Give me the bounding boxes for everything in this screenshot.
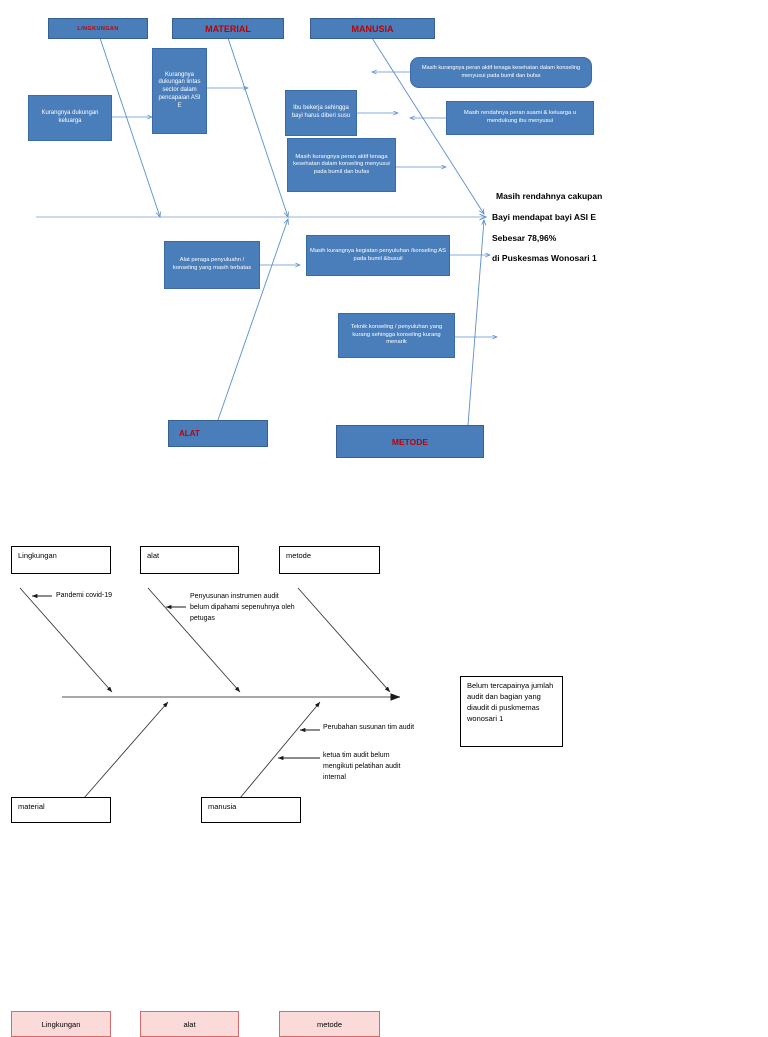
diagram1-effect-line-3: Sebesar 78,96% xyxy=(492,233,557,243)
diagram1-cause-dukungan-keluarga: Kurangnya dukungan keluarga xyxy=(28,95,112,141)
diagram1-effect-line-1: Masih rendahnya cakupan xyxy=(496,191,603,201)
diagram1-cause-alat-peraga: Alat peraga penyuluahn / konseling yang … xyxy=(164,241,260,289)
category-label: manusia xyxy=(208,802,237,811)
diagram2-cause-pandemi: Pandemi covid-19 xyxy=(56,592,113,599)
category-label: alat xyxy=(147,551,160,560)
diagram1-cause-peran-suami: Masih rendahnya peran suami & keluarga u… xyxy=(446,101,594,135)
diagram1-effect-line-2: Bayi mendapat bayi ASI E xyxy=(492,212,597,222)
diagram1-header-manusia: MANUSIA xyxy=(310,18,435,39)
cause-label: Kurangnya dukungan lintas sector dalam p… xyxy=(158,71,201,109)
header-label: MATERIAL xyxy=(205,23,251,34)
diagram2-effect-box: Belum tercapainya jumlah audit dan bagia… xyxy=(460,676,563,747)
category-label: material xyxy=(18,802,45,811)
header-label: MANUSIA xyxy=(351,23,394,34)
diagram2-rib-material xyxy=(83,701,169,799)
diagram2-rib-lingkungan xyxy=(19,587,113,693)
diagram2-category-alat: alat xyxy=(140,546,239,574)
diagram1-cause-nakes-konseling-top: Masih kurangnya peran aktif tenaga keseh… xyxy=(410,57,592,88)
diagram1-cause-ibu-bekerja: Ibu bekerja sehingga bayi harus diberi s… xyxy=(285,90,357,136)
diagram2-rib-manusia xyxy=(239,701,321,799)
category-label: metode xyxy=(316,1019,343,1029)
diagram2-category-material: material xyxy=(11,797,111,823)
cause-label: Teknik konseling / penyuluhan yang kuran… xyxy=(350,324,443,346)
diagram1-header-material: MATERIAL xyxy=(172,18,284,39)
diagram1-effect-line-4: di Puskesmas Wonosari 1 xyxy=(492,253,597,263)
diagram1-cause-teknik-konseling: Teknik konseling / penyuluhan yang kuran… xyxy=(338,313,455,358)
header-label: LINGKUNGAN xyxy=(77,25,119,32)
diagram3-category-lingkungan: Lingkungan xyxy=(11,1011,111,1037)
category-label: Lingkungan xyxy=(41,1019,81,1029)
header-label: METODE xyxy=(391,436,429,447)
diagram3-category-alat: alat xyxy=(140,1011,239,1037)
diagram1-header-metode: METODE xyxy=(336,425,484,458)
diagram2-cause-ketua-tim: ketua tim audit belum mengikuti pelatiha… xyxy=(323,752,401,781)
diagram2-cause-susunan-tim: Perubahan susunan tim audit xyxy=(323,724,415,731)
cause-label: Masih kurangnya kegiatan penyuluhan /kon… xyxy=(310,247,446,262)
cause-label: Masih rendahnya peran suami & keluarga u… xyxy=(463,110,577,124)
diagram1-header-lingkungan: LINGKUNGAN xyxy=(48,18,148,39)
category-label: Lingkungan xyxy=(18,551,57,560)
diagram2-rib-metode xyxy=(297,587,391,693)
category-label: metode xyxy=(286,551,312,560)
diagram3-category-metode: metode xyxy=(279,1011,380,1037)
diagram1-rib-material xyxy=(227,37,288,217)
category-label: alat xyxy=(183,1019,196,1029)
cause-label: Masih kurangnya peran aktif tenaga keseh… xyxy=(293,153,390,175)
cause-label: Alat peraga penyuluahn / konseling yang … xyxy=(172,257,252,271)
cause-label: Ibu bekerja sehingga bayi harus diberi s… xyxy=(291,105,351,119)
diagram1-cause-nakes-konseling-mid: Masih kurangnya peran aktif tenaga keseh… xyxy=(287,138,396,192)
cause-label: Masih kurangnya peran aktif tenaga keseh… xyxy=(421,65,581,79)
diagram1-header-alat: ALAT xyxy=(168,420,268,447)
diagram2-category-lingkungan: Lingkungan xyxy=(11,546,111,574)
cause-label: Kurangnya dukungan keluarga xyxy=(41,110,99,124)
effect-label: Belum tercapainya jumlah audit dan bagia… xyxy=(467,681,554,723)
diagram1-cause-kegiatan-penyuluhan: Masih kurangnya kegiatan penyuluhan /kon… xyxy=(306,235,450,276)
diagram2-cause-instrumen-audit: Penyusunan instrumen audit belum dipaham… xyxy=(190,593,295,622)
header-label: ALAT xyxy=(179,429,200,438)
diagram1-cause-lintas-sector: Kurangnya dukungan lintas sector dalam p… xyxy=(152,48,207,134)
diagram2-category-metode: metode xyxy=(279,546,380,574)
diagram2-category-manusia: manusia xyxy=(201,797,301,823)
diagram1-rib-metode xyxy=(467,220,484,426)
